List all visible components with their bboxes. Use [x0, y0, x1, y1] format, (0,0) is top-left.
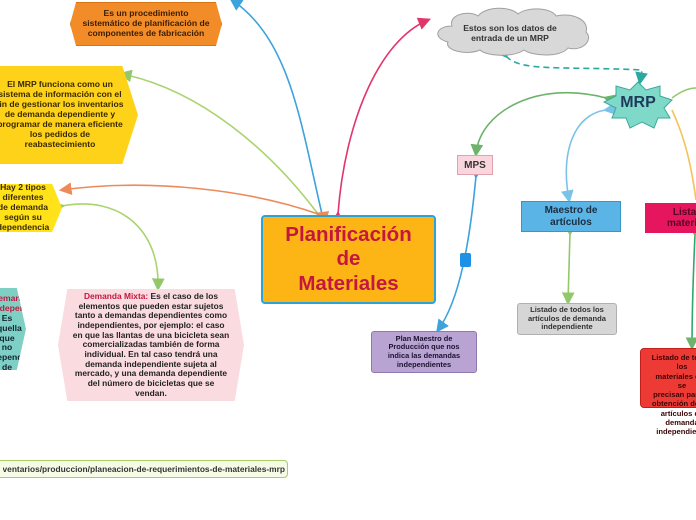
listado-line: independiente	[541, 322, 593, 332]
mrp-node[interactable]: MRP	[602, 82, 674, 130]
lista-desc-line: obtención de los	[651, 399, 696, 409]
edge-mrp-out	[671, 87, 696, 99]
demanda-mixta-node[interactable]: Demanda Mixta: Es el caso de los element…	[58, 289, 244, 401]
lista-desc-line: Listado de todos los	[651, 353, 696, 372]
demanda-independiente-line: Es aquella que	[0, 312, 22, 343]
listado-articulos-node[interactable]: Listado de todos los artículos de demand…	[517, 303, 617, 335]
tipos-line: de demanda según su	[0, 202, 49, 222]
definicion-mrp-node[interactable]: El MRP funciona como un sistema de infor…	[0, 66, 138, 164]
procedimiento-line: sistemático de planificación de	[82, 18, 210, 29]
plan-maestro-line: Plan Maestro de	[395, 333, 453, 343]
demanda-independiente-line: no depende de	[0, 342, 28, 373]
listado-line: artículos de demanda	[527, 313, 607, 323]
definicion-line: reabastecimiento	[24, 138, 96, 149]
tipos-line: Hay 2 tipos diferentes	[0, 182, 46, 203]
central-topic-line: Materiales	[298, 271, 399, 295]
connector-drag-handle[interactable]	[460, 253, 471, 267]
lista-materiales-desc-node[interactable]: Listado de todos los materiales que se p…	[640, 348, 696, 436]
central-topic-line: Planificación	[285, 222, 412, 246]
lista-materiales-node[interactable]: Lista de materiales	[645, 203, 696, 233]
cloud-shape	[437, 7, 590, 56]
source-url-link[interactable]: https://www.ingenieriaindustrialonline.c…	[0, 460, 288, 478]
central-topic-line: de	[336, 247, 361, 271]
demanda-mixta-text: Es el caso de los elementos que pueden e…	[72, 291, 230, 398]
edge-maestro-listado	[561, 223, 577, 306]
lista-desc-line: precisan para la	[653, 390, 696, 399]
edge-center-nube	[330, 17, 431, 225]
definicion-line: fin de gestionar los inventarios	[0, 99, 124, 110]
cloud-line: entrada de un MRP	[471, 32, 549, 43]
demanda-independiente-title: Demanda Independiente:	[0, 293, 54, 313]
plan-maestro-line: Producción que nos	[388, 342, 460, 352]
edge-lista-desc	[685, 224, 696, 351]
edge-mrp-lista	[671, 109, 696, 201]
procedimiento-line: componentes de fabricación	[87, 27, 205, 38]
source-url-text: https://www.ingenieriaindustrialonline.c…	[3, 464, 285, 474]
datos-entrada-cloud-node[interactable]: Estos son los datos de entrada de un MRP	[430, 10, 590, 60]
definicion-line: El MRP funciona como un	[7, 79, 113, 90]
mps-node[interactable]: MPS	[457, 155, 493, 175]
mps-label: MPS	[464, 159, 486, 171]
plan-maestro-line: indica las demandas	[387, 351, 461, 360]
cloud-line: Estos son los datos de	[463, 23, 557, 33]
mrp-star-shape	[602, 81, 673, 129]
edge-center-procedimiento	[229, 0, 323, 215]
edge-mrp-mps	[470, 91, 617, 158]
lista-line: Lista de	[672, 206, 696, 218]
definicion-line: programar de manera eficiente	[0, 118, 123, 129]
plan-maestro-node[interactable]: Plan Maestro de Producción que nos indic…	[371, 331, 477, 373]
listado-line: Listado de todos los	[530, 304, 604, 314]
procedimiento-node[interactable]: Es un procedimiento sistemático de plani…	[70, 2, 222, 46]
maestro-line: artículos	[550, 216, 592, 228]
edge-tipos-mixta	[51, 201, 165, 292]
lista-desc-line: artículos de demanda	[660, 408, 696, 427]
tipos-line: dependencia	[0, 221, 50, 232]
definicion-line: sistema de información con el	[0, 89, 122, 100]
plan-maestro-line: independientes	[396, 359, 452, 369]
definicion-line: los pedidos de	[29, 128, 91, 139]
lista-desc-line: materiales que se	[655, 371, 696, 390]
maestro-line: Maestro de	[544, 205, 598, 216]
edge-center-definicion	[118, 69, 329, 226]
tipos-demanda-node[interactable]: Hay 2 tipos diferentes de demanda según …	[0, 184, 62, 232]
lista-line: materiales	[667, 218, 696, 229]
demanda-mixta-title: Demanda Mixta:	[83, 291, 149, 301]
maestro-articulos-node[interactable]: Maestro de artículos	[521, 201, 621, 232]
central-topic-node[interactable]: Planificación de Materiales	[261, 215, 436, 304]
edge-center-tipos	[58, 182, 330, 224]
procedimiento-line: Es un procedimiento	[103, 8, 189, 19]
definicion-line: de demanda dependiente y	[4, 109, 116, 120]
mrp-label: MRP	[620, 94, 656, 111]
lista-desc-line: independiente	[656, 427, 696, 436]
edge-mrp-maestro	[561, 102, 617, 204]
edge-nube-mrp	[494, 44, 648, 86]
